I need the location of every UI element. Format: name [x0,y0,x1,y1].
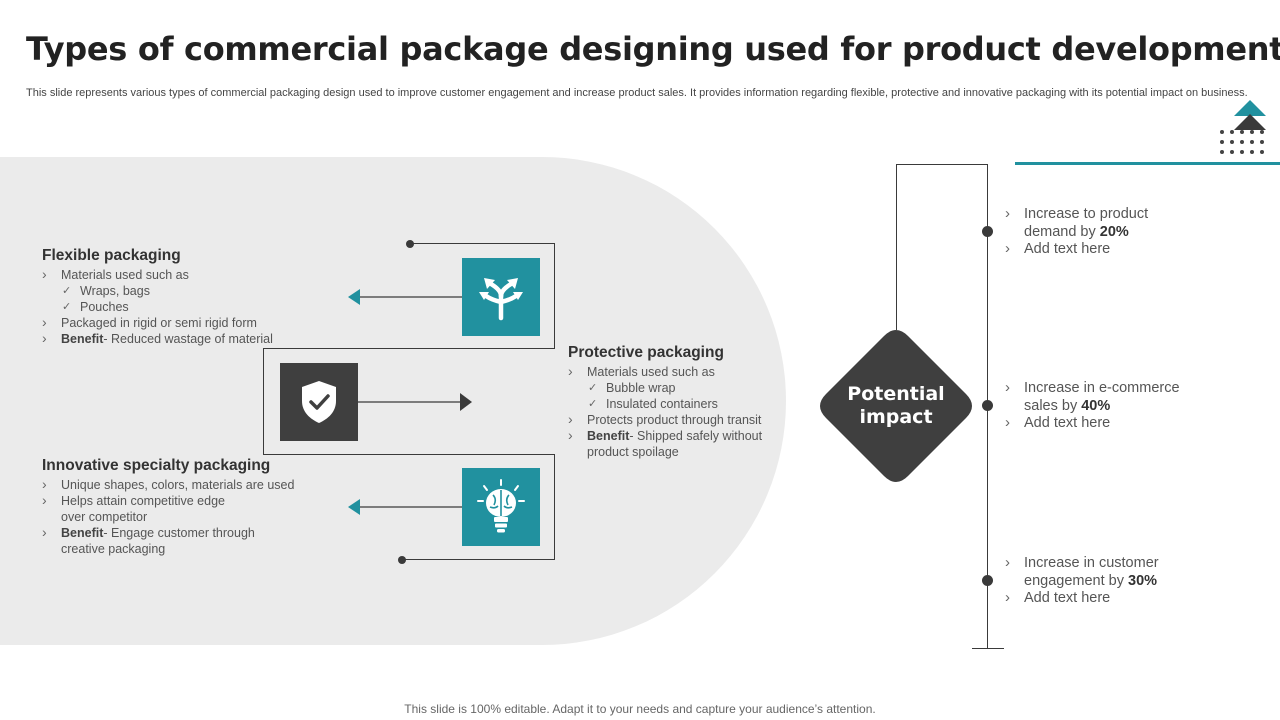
list-item: Benefit- Reduced wastage of material [42,330,273,347]
impact-dot [982,226,993,237]
list-item: Helps attain competitive edge over compe… [42,492,246,525]
impact-label-line1: Potential [847,383,945,405]
connector-line [554,243,555,349]
impact-frame-line [896,164,988,165]
split-arrows-icon [479,278,523,321]
flexible-list: Materials used such as Wraps, bags Pouch… [42,266,273,347]
diamond-shape [820,330,972,482]
impact-item-1: Increase to product demand by 20% Add te… [1005,205,1195,259]
connector-line [402,559,555,560]
impact-dot [982,400,993,411]
list-item: Increase in customer engagement by 30% [1005,554,1195,590]
connector-line [263,348,264,455]
protective-icon-box [280,363,358,441]
impact-item-2: Increase in e-commerce sales by 40% Add … [1005,379,1195,433]
flexible-block: Flexible packaging Materials used such a… [42,247,273,347]
connector-line [263,454,555,455]
impact-text: Increase in customer engagement by [1024,555,1159,589]
list-item: Add text here [1005,589,1195,608]
connector-dot [406,240,414,248]
impact-text: Increase in e-commerce sales by [1024,380,1180,414]
list-item: Benefit- Shipped safely without product … [568,427,783,460]
benefit-label: Benefit [61,332,104,346]
list-item: Increase in e-commerce sales by 40% [1005,379,1195,415]
protective-heading: Protective packaging [568,344,724,361]
protective-list: Materials used such as Bubble wrap Insul… [568,363,783,460]
list-item: Unique shapes, colors, materials are use… [42,476,312,493]
innovative-block: Innovative specialty packaging Unique sh… [42,457,317,557]
page-title: Types of commercial package designing us… [26,30,1280,68]
shield-check-icon [302,381,336,423]
arrow-right-icon [358,393,472,411]
impact-label-line2: impact [859,406,933,428]
list-item: Benefit- Engage customer through creativ… [42,524,291,557]
check-item: Wraps, bags [42,283,273,299]
decor-triangles-icon [1220,100,1266,154]
impact-value: 30% [1128,572,1158,589]
flexible-heading: Flexible packaging [42,247,181,264]
list-item: Protects product through transit [568,411,783,428]
brain-bulb-icon [477,479,525,533]
connector-dot [398,556,406,564]
check-item: Insulated containers [568,396,783,412]
decor-accent-line [1015,162,1280,165]
impact-value: 40% [1081,397,1111,414]
connector-line [410,243,555,244]
list-item: Materials used such as [568,363,783,380]
list-item: Increase to product demand by 20% [1005,205,1195,241]
benefit-text: - Shipped safely without product spoilag… [587,429,763,459]
impact-dot [982,575,993,586]
arrow-left-icon [348,289,462,305]
innovative-list: Unique shapes, colors, materials are use… [42,476,312,557]
impact-value: 20% [1099,223,1129,240]
impact-timeline-base [972,648,1004,649]
protective-block: Protective packaging Materials used such… [568,344,783,460]
connector-line [554,454,555,560]
flexible-icon-box [462,258,540,336]
benefit-text: - Engage customer through creative packa… [61,526,255,556]
innovative-heading: Innovative specialty packaging [42,457,271,474]
innovative-icon-box [462,468,540,546]
impact-text: Increase to product demand by [1024,206,1149,240]
list-item: Add text here [1005,414,1195,433]
connector-line [263,348,555,349]
list-item: Add text here [1005,240,1195,259]
list-item: Materials used such as [42,266,273,283]
arrow-left-icon [348,499,462,515]
impact-item-3: Increase in customer engagement by 30% A… [1005,554,1195,608]
benefit-label: Benefit [587,429,630,443]
check-item: Pouches [42,299,273,315]
check-item: Bubble wrap [568,380,783,396]
page-subtitle: This slide represents various types of c… [26,87,1248,99]
benefit-label: Benefit [61,526,104,540]
footer-note: This slide is 100% editable. Adapt it to… [404,702,876,716]
benefit-text: - Reduced wastage of material [103,332,273,346]
impact-frame-line [896,164,897,330]
list-item: Packaged in rigid or semi rigid form [42,314,273,331]
